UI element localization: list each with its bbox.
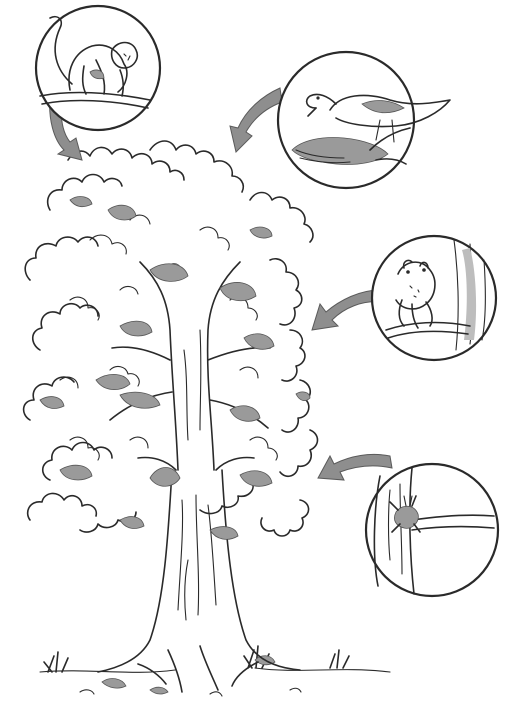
inset-bird bbox=[278, 52, 450, 188]
inset-monkey bbox=[36, 6, 160, 130]
inset-insect bbox=[366, 464, 498, 596]
inset-frog bbox=[372, 236, 496, 360]
tree bbox=[24, 141, 390, 696]
arrow-bird bbox=[230, 88, 282, 152]
ground bbox=[40, 646, 390, 696]
arrow-insect bbox=[318, 454, 392, 480]
